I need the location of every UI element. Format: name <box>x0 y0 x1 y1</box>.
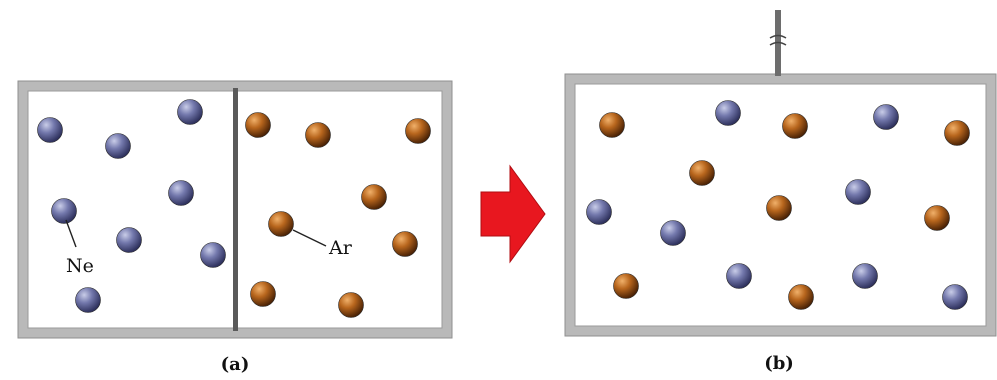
right-arrow-icon <box>480 164 546 264</box>
neon-atom <box>660 220 686 246</box>
argon-atom <box>245 112 271 138</box>
neon-leader-line <box>65 219 77 248</box>
neon-atom <box>942 284 968 310</box>
neon-atom <box>873 104 899 130</box>
neon-atom <box>200 242 226 268</box>
neon-atom <box>845 179 871 205</box>
argon-label: Ar <box>328 237 353 259</box>
argon-atom <box>689 160 715 186</box>
neon-atom <box>586 199 612 225</box>
argon-atom <box>613 273 639 299</box>
neon-atom <box>168 180 194 206</box>
argon-atom <box>405 118 431 144</box>
neon-atom <box>852 263 878 289</box>
argon-atom <box>788 284 814 310</box>
argon-atom <box>338 292 364 318</box>
neon-label: Ne <box>66 255 94 277</box>
argon-leader-line <box>292 229 327 247</box>
neon-atom <box>726 263 752 289</box>
argon-atom <box>392 231 418 257</box>
panel-label-b: (b) <box>764 353 794 374</box>
argon-atom <box>305 122 331 148</box>
argon-atoms-a <box>245 112 431 318</box>
neon-atom <box>715 100 741 126</box>
argon-atom <box>250 281 276 307</box>
argon-atom <box>268 211 294 237</box>
neon-atom <box>37 117 63 143</box>
neon-atoms-b <box>586 100 968 310</box>
argon-atom <box>361 184 387 210</box>
argon-atom <box>599 112 625 138</box>
argon-atom <box>944 120 970 146</box>
neon-atom <box>75 287 101 313</box>
partition-wall <box>233 88 238 331</box>
argon-atom <box>924 205 950 231</box>
argon-atoms-b <box>599 112 970 310</box>
neon-atom <box>105 133 131 159</box>
argon-atom <box>782 113 808 139</box>
neon-atom <box>51 198 77 224</box>
neon-atoms-a <box>37 99 226 313</box>
neon-atom <box>177 99 203 125</box>
neon-atom <box>116 227 142 253</box>
argon-atom <box>766 195 792 221</box>
valve-icon <box>769 10 787 76</box>
panel-label-a: (a) <box>221 354 250 375</box>
